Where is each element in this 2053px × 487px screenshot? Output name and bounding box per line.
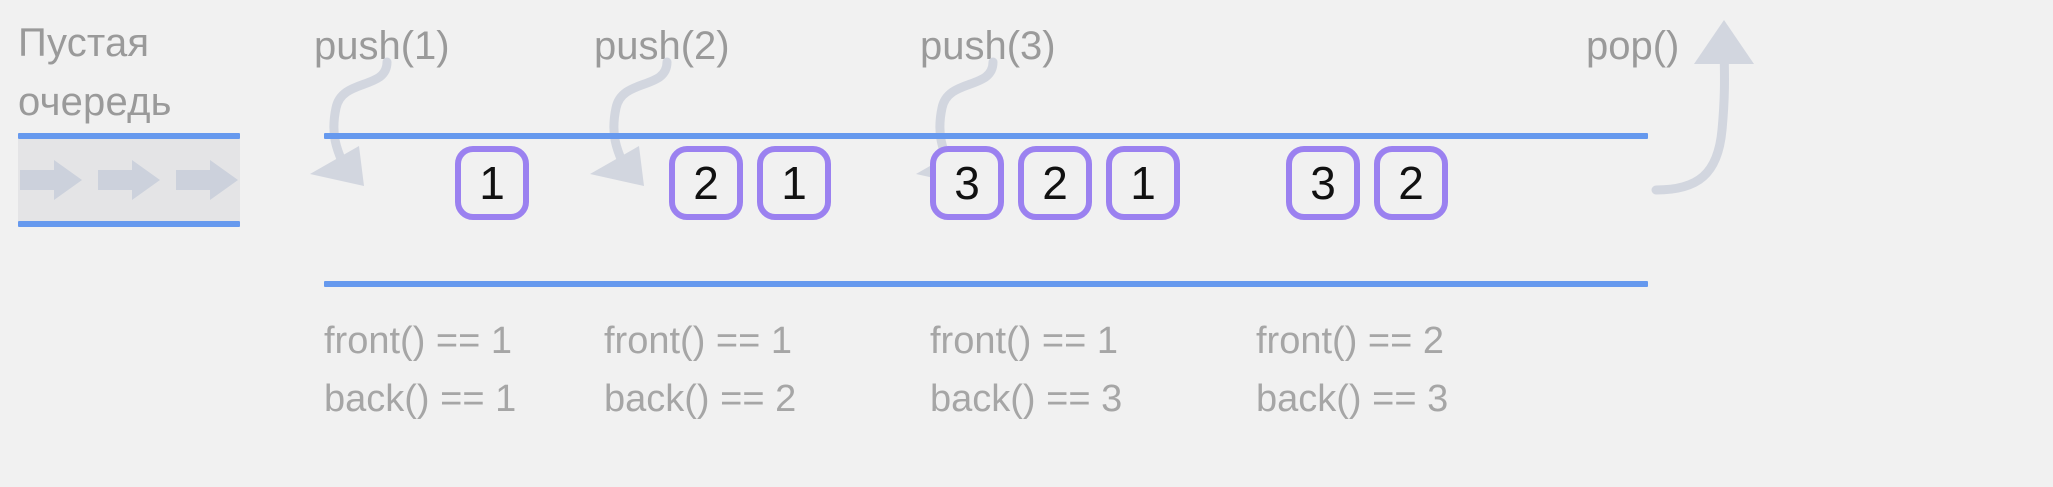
queue-cell: 1: [455, 146, 529, 220]
op-label-push-1: push(1): [314, 24, 450, 68]
queue-top-rail: [324, 133, 716, 139]
right-arrow-icon: [176, 160, 238, 200]
queue-bottom-rail: [324, 281, 716, 287]
caption-pop: front() == 2 back() == 3: [1256, 320, 1449, 420]
queue-top-rail: [604, 133, 996, 139]
queue-cells: 2 1: [669, 146, 831, 220]
queue-cells: 1: [455, 146, 529, 220]
queue-cells: 3 2: [1286, 146, 1448, 220]
queue-top-rail: [1256, 133, 1648, 139]
queue-cell: 3: [930, 146, 1004, 220]
queue-cell: 1: [757, 146, 831, 220]
caption-push-3: front() == 1 back() == 3: [930, 320, 1123, 420]
queue-bottom-rail: [604, 281, 996, 287]
op-label-push-3: push(3): [920, 24, 1056, 68]
queue-cell: 1: [1106, 146, 1180, 220]
queue-step-push-2: push(2) 2 1 front() == 1 back() == 2: [590, 0, 996, 487]
queue-bottom-rail: [1256, 281, 1648, 287]
empty-queue-bottom-rail: [18, 221, 240, 227]
queue-cell: 2: [1018, 146, 1092, 220]
queue-cells: 3 2 1: [930, 146, 1180, 220]
right-arrow-icon: [20, 160, 82, 200]
caption-push-2: front() == 1 back() == 2: [604, 320, 797, 420]
pop-arrow-icon: [1651, 20, 1754, 195]
queue-step-push-1: push(1) 1 front() == 1 back() == 1: [310, 0, 716, 487]
queue-step-push-3: push(3) 3 2 1 front() == 1 back() == 3: [916, 0, 1322, 487]
op-label-push-2: push(2): [594, 24, 730, 68]
op-label-pop: pop(): [1586, 24, 1680, 68]
queue-cell: 2: [1374, 146, 1448, 220]
queue-step-pop: pop() 3 2 front() == 2 back() == 3: [1256, 0, 1754, 487]
caption-push-1: front() == 1 back() == 1: [324, 320, 517, 420]
push-arrow-icon: [590, 57, 672, 186]
right-arrow-icon: [98, 160, 160, 200]
empty-queue-body: [18, 139, 240, 221]
push-arrow-icon: [310, 57, 392, 186]
queue-cell: 3: [1286, 146, 1360, 220]
empty-queue-label: Пустая очередь: [18, 21, 172, 124]
queue-cell: 2: [669, 146, 743, 220]
queue-bottom-rail: [930, 281, 1322, 287]
empty-queue-top-rail: [18, 133, 240, 139]
queue-top-rail: [930, 133, 1322, 139]
